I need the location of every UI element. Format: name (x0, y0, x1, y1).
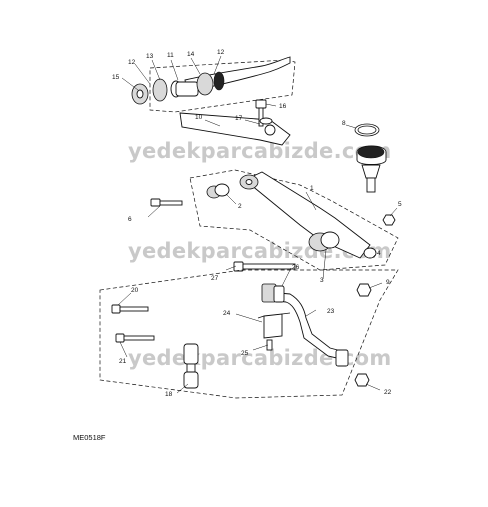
lower-arm-group (150, 169, 399, 271)
callout-5: 5 (398, 201, 402, 208)
anti-roll-bar-23 (257, 283, 349, 367)
callout-12-left: 12 (128, 59, 136, 66)
callout-numbers: 1 2 3 4 5 6 8 9 10 11 12 12 13 14 15 16 … (112, 49, 402, 398)
callout-8: 8 (342, 120, 346, 127)
callout-11: 11 (167, 52, 174, 59)
callout-14: 14 (187, 51, 195, 58)
callout-4: 4 (377, 250, 381, 257)
bolt-27 (233, 261, 296, 272)
nut-9 (356, 283, 372, 297)
callout-9: 9 (386, 279, 390, 286)
callout-2: 2 (238, 203, 242, 210)
callout-25: 25 (241, 350, 249, 357)
callout-6: 6 (128, 216, 132, 223)
callout-18: 18 (165, 391, 173, 398)
anti-roll-bar-bush-group (131, 56, 296, 113)
watermark-bottom: yedekparcabizde.com (128, 346, 392, 370)
drop-link-group (111, 304, 370, 389)
callout-22: 22 (384, 389, 392, 396)
callout-10: 10 (195, 114, 203, 121)
callout-13: 13 (146, 53, 154, 60)
leader-lines (117, 55, 398, 394)
callout-1: 1 (310, 185, 314, 192)
callout-3: 3 (320, 277, 324, 284)
callout-20: 20 (131, 287, 139, 294)
callout-17: 17 (235, 115, 243, 122)
callout-26: 26 (292, 264, 300, 271)
lower-assembly-outline (99, 269, 399, 399)
callout-15: 15 (112, 74, 120, 81)
watermark-top: yedekparcabizde.com (128, 139, 392, 163)
callout-12-right: 12 (217, 49, 225, 56)
ball-joint-group (354, 123, 387, 193)
callout-24: 24 (223, 310, 231, 317)
callout-27: 27 (211, 275, 219, 282)
callout-23: 23 (327, 308, 335, 315)
callout-16: 16 (279, 103, 287, 110)
callout-21: 21 (119, 358, 127, 365)
reference-code: ME0518F (73, 433, 106, 442)
